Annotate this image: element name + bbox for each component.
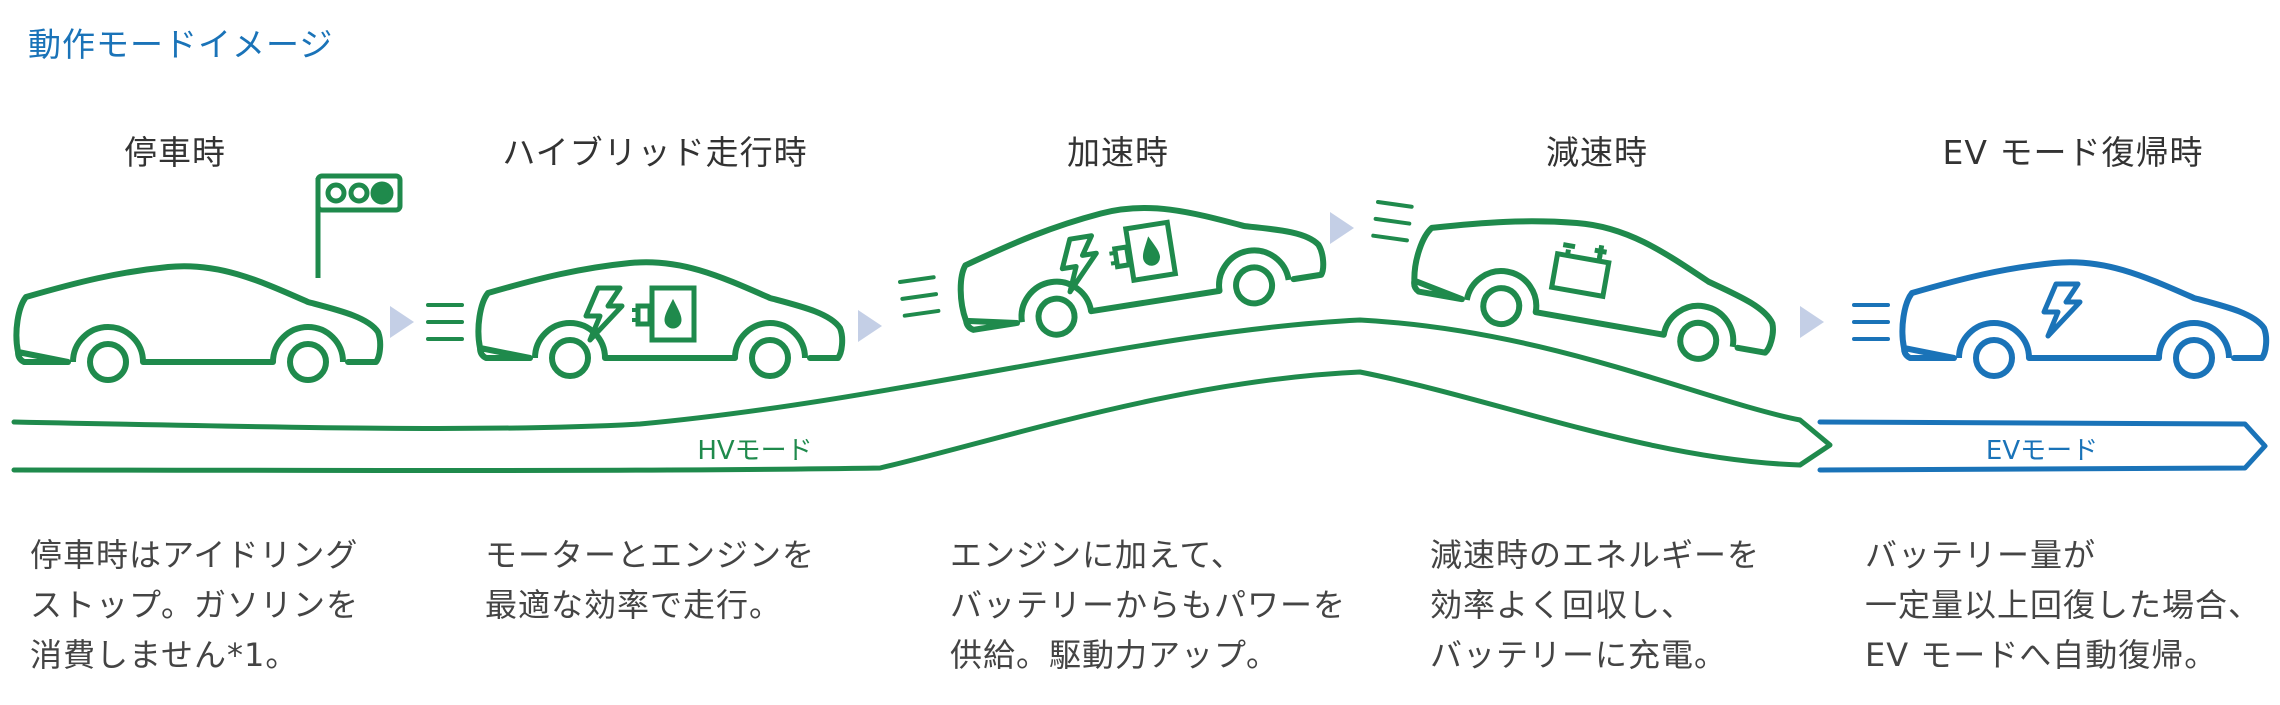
battery-icon (1548, 242, 1612, 300)
car-icon (951, 179, 1328, 348)
step-title-hybrid: ハイブリッド走行時 (502, 133, 808, 172)
step-title-accel: 加速時 (1067, 133, 1169, 172)
hv-mode-label: HVモード (697, 436, 813, 466)
play-arrow-icon (390, 306, 414, 338)
play-arrow-icon (1330, 212, 1354, 244)
speed-lines-icon (426, 303, 464, 341)
step-title-ev-return: EV モード復帰時 (1942, 133, 2204, 172)
play-arrow-icon (858, 310, 882, 342)
step-desc-stop: 停車時はアイドリング ストップ。ガソリンを 消費しません*1。 (30, 536, 360, 674)
traffic-signal-icon (315, 173, 403, 278)
step-title-stop: 停車時 (124, 133, 226, 172)
page-title: 動作モードイメージ (28, 25, 334, 64)
step-desc-ev-return: バッテリー量が 一定量以上回復した場合、 EV モードへ自動復帰。 (1865, 536, 2262, 674)
speed-lines-icon (1371, 200, 1414, 243)
step-title-decel: 減速時 (1546, 133, 1648, 172)
lightning-icon (2044, 284, 2080, 336)
step-desc-accel: エンジンに加えて、 バッテリーからもパワーを 供給。駆動力アップ。 (950, 536, 1347, 674)
car-icon (1902, 262, 2266, 376)
car-icon (16, 266, 380, 380)
speed-lines-icon (1852, 303, 1890, 341)
ev-mode-label: EVモード (1985, 436, 2099, 466)
car-icon (1408, 196, 1786, 371)
step-desc-decel: 減速時のエネルギーを 効率よく回収し、 バッテリーに充電。 (1430, 536, 1761, 674)
play-arrow-icon (1800, 306, 1824, 338)
lightning-icon (586, 288, 622, 340)
step-desc-hybrid: モーターとエンジンを 最適な効率で走行。 (485, 536, 816, 624)
speed-lines-icon (898, 275, 941, 318)
car-icon (478, 262, 842, 376)
ev-mode-band (1817, 419, 2268, 473)
fuel-pump-icon (1106, 222, 1175, 283)
hv-mode-band (11, 317, 1833, 473)
fuel-pump-icon (632, 288, 694, 340)
